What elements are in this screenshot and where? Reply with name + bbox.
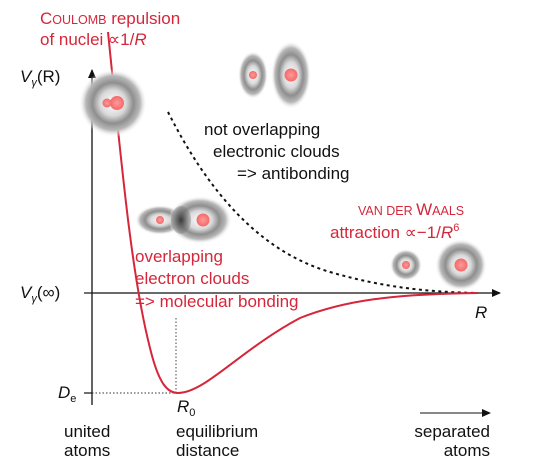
- separated-pair-clouds-top-icon: [238, 41, 311, 109]
- vdw-label-line1: VAN DER WAALS: [358, 200, 464, 219]
- bonding-curve: [107, 31, 479, 395]
- equilibrium-label-1: equilibrium: [176, 422, 258, 441]
- coulomb-label-line1: COULOMB repulsion: [40, 9, 180, 28]
- equilibrium-label-2: distance: [176, 441, 239, 460]
- not-overlapping-label-3: => antibonding: [237, 164, 350, 183]
- r0-label: R0: [177, 397, 195, 419]
- overlapping-label-1: overlapping: [135, 247, 223, 266]
- overlapping-label-3: => molecular bonding: [135, 292, 299, 311]
- united-atoms-cloud-icon: [79, 69, 147, 137]
- united-atoms-label-2: atoms: [64, 441, 110, 460]
- separated-atoms-label-2: atoms: [444, 441, 490, 460]
- x-axis-label: R: [475, 303, 487, 322]
- coulomb-label-line2: of nuclei ∝1/R: [40, 30, 147, 49]
- separated-atoms-label-1: separated: [414, 422, 490, 441]
- v-infinity-label: Vγ(∞): [20, 283, 60, 305]
- not-overlapping-label-1: not overlapping: [204, 120, 320, 139]
- vdw-label-line2: attraction ∝−1/R6: [330, 222, 459, 242]
- y-axis-label: Vγ(R): [20, 67, 60, 89]
- de-label: De: [58, 383, 76, 405]
- overlapping-label-2: electron clouds: [135, 269, 249, 288]
- separated-pair-clouds-right-icon: [390, 239, 487, 291]
- not-overlapping-label-2: electronic clouds: [213, 142, 340, 161]
- united-atoms-label-1: united: [64, 422, 110, 441]
- overlapping-clouds-icon: [135, 196, 232, 244]
